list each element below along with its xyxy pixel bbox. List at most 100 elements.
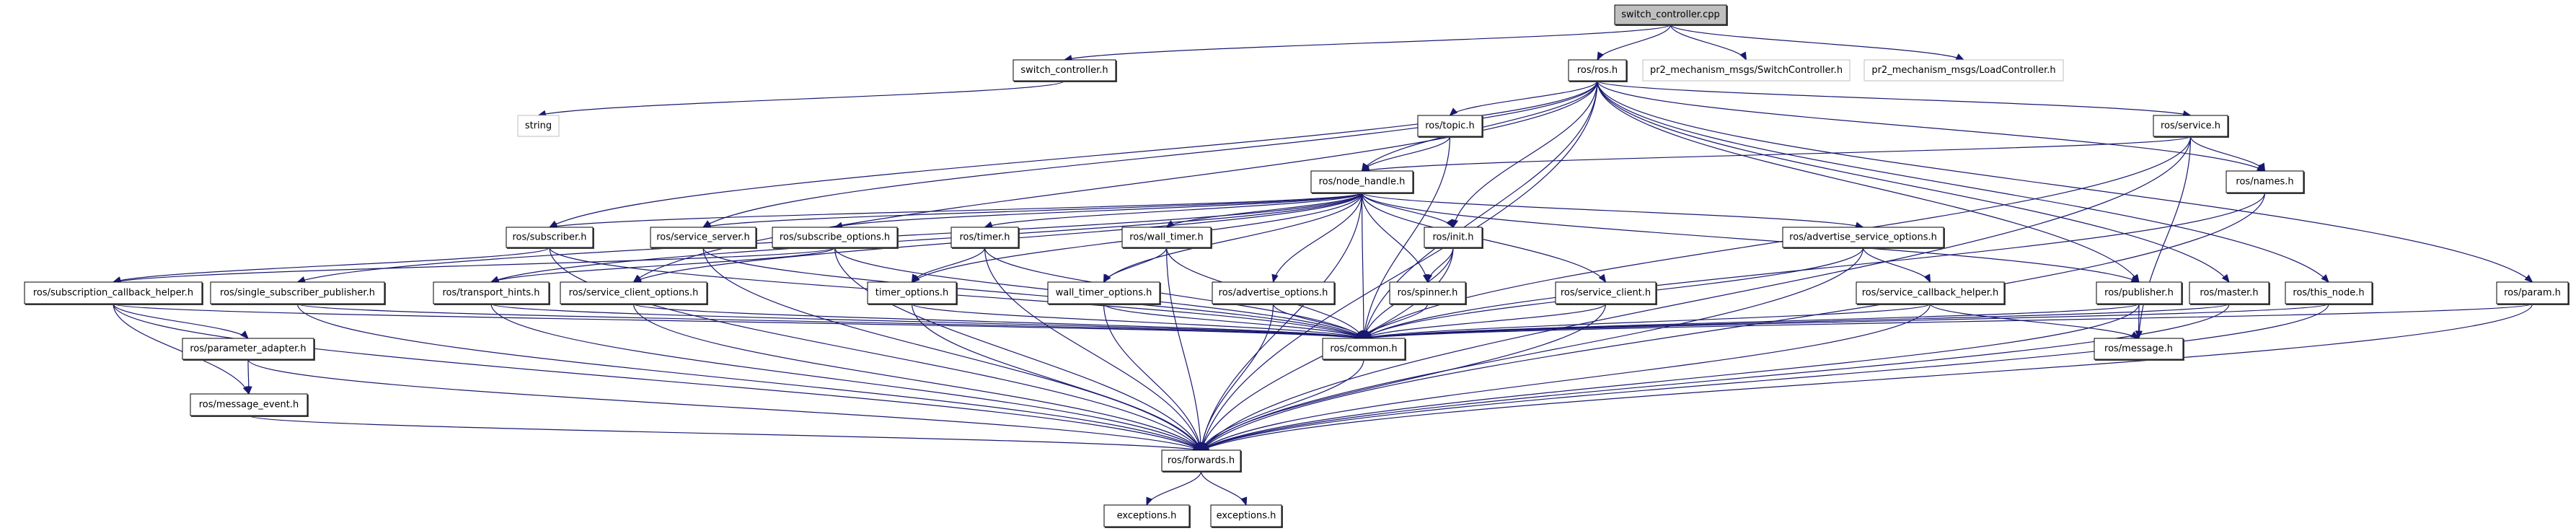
edge-line — [1165, 247, 1202, 451]
edge-line — [296, 303, 1364, 339]
node-ros-ros-h[interactable]: ros/ros.h — [1568, 59, 1628, 82]
node-ros-timer-h[interactable]: ros/timer.h — [950, 227, 1020, 249]
node-ros-service-client-h[interactable]: ros/service_client.h — [1555, 281, 1657, 305]
edge-line — [113, 247, 550, 283]
edge-line — [2189, 136, 2266, 172]
node-ros-advertise-options-h[interactable]: ros/advertise_options.h — [1212, 281, 1336, 305]
edge-me-to-fwd — [248, 415, 1202, 453]
arrowhead-icon — [1357, 330, 1364, 340]
node-shadow — [1105, 506, 1191, 528]
node-ros-topic-h[interactable]: ros/topic.h — [1417, 115, 1483, 138]
arrowhead-icon — [1598, 273, 1607, 284]
edges-layer — [112, 24, 2533, 506]
edge-line — [113, 247, 836, 283]
edge-line — [702, 247, 1364, 339]
node-shadow — [183, 339, 315, 361]
arrowhead-icon — [1923, 273, 1931, 284]
node-box — [506, 227, 594, 248]
node-ros-parameter-adapter-h[interactable]: ros/parameter_adapter.h — [182, 338, 315, 361]
node-label: ros/subscriber.h — [512, 232, 586, 243]
node-ros-advertise-service-options-h[interactable]: ros/advertise_service_options.h — [1782, 227, 1945, 249]
arrowhead-icon — [296, 276, 306, 284]
node-ros-subscription-callback-helper-h[interactable]: ros/subscription_callback_helper.h — [24, 281, 203, 305]
node-ros-service-callback-helper-h[interactable]: ros/service_callback_helper.h — [1856, 281, 2006, 305]
node-box — [1103, 504, 1190, 527]
node-label: ros/message.h — [2104, 343, 2173, 354]
node-box — [2226, 170, 2304, 193]
node-label: exceptions.h — [1217, 511, 1276, 522]
edge-timer-to-fwd — [984, 247, 1203, 452]
node-ros-wall-timer-h[interactable]: ros/wall_timer.h — [1121, 227, 1212, 249]
node-shadow — [1556, 283, 1657, 305]
edge-ao-to-common — [1272, 303, 1364, 340]
node-timer-options-h[interactable]: timer_options.h — [867, 281, 958, 305]
edge-line — [632, 303, 1201, 451]
edge-line — [1064, 24, 1672, 61]
node-box — [2153, 115, 2228, 137]
node-box — [1555, 281, 1657, 304]
edge-nh-to-sc — [1361, 192, 1607, 284]
node-label: ros/common.h — [1330, 343, 1397, 354]
edge-line — [1201, 303, 2230, 451]
node-ros-service-server-h[interactable]: ros/service_server.h — [650, 227, 757, 249]
edge-fwd-to-exc1 — [1146, 470, 1202, 506]
node-ros-this-node-h[interactable]: ros/this_node.h — [2285, 281, 2373, 305]
edge-line — [1146, 470, 1202, 506]
node-ros-node-handle-h[interactable]: ros/node_handle.h — [1310, 170, 1414, 194]
node-ros-master-h[interactable]: ros/master.h — [2189, 281, 2270, 305]
node-exceptions-h[interactable]: exceptions.h — [1103, 504, 1191, 528]
node-ros-service-h[interactable]: ros/service.h — [2153, 115, 2229, 138]
node-ros-message-event-h[interactable]: ros/message_event.h — [190, 393, 309, 417]
edge-line — [113, 303, 249, 339]
arrowhead-icon — [240, 330, 249, 339]
edge-line — [1361, 192, 1863, 228]
edge-line — [1363, 136, 2192, 339]
node-ros-init-h[interactable]: ros/init.h — [1424, 227, 1483, 249]
edge-line — [1200, 359, 1364, 451]
node-box — [1013, 59, 1116, 82]
edge-param-to-common — [1362, 303, 2533, 341]
node-ros-transport-hints-h[interactable]: ros/transport_hints.h — [433, 281, 550, 305]
node-ros-publisher-h[interactable]: ros/publisher.h — [2096, 281, 2183, 305]
node-ros-subscribe-options-h[interactable]: ros/subscribe_options.h — [772, 227, 899, 249]
edge-line — [1201, 247, 1864, 451]
arrowhead-icon — [1271, 273, 1279, 284]
node-switch-controller-cpp[interactable]: switch_controller.cpp — [1614, 4, 1728, 26]
node-box — [1047, 281, 1160, 304]
node-switch-controller-h[interactable]: switch_controller.h — [1013, 59, 1117, 82]
node-shadow — [1312, 172, 1414, 194]
node-label: pr2_mechanism_msgs/LoadController.h — [1871, 65, 2055, 76]
arrowhead-icon — [2321, 274, 2329, 283]
edge-line — [1363, 303, 2329, 339]
node-ros-single-subscriber-publisher-h[interactable]: ros/single_subscriber_publisher.h — [210, 281, 386, 305]
node-ros-message-h[interactable]: ros/message.h — [2094, 338, 2184, 361]
node-ros-service-client-options-h[interactable]: ros/service_client_options.h — [560, 281, 708, 305]
node-ros-names-h[interactable]: ros/names.h — [2226, 170, 2305, 194]
node-ros-forwards-h[interactable]: ros/forwards.h — [1161, 449, 1242, 473]
node-box — [1389, 281, 1466, 304]
node-shadow — [1569, 61, 1628, 82]
edge-line — [984, 192, 1363, 228]
node-exceptions-h[interactable]: exceptions.h — [1210, 504, 1283, 528]
node-ros-subscriber-h[interactable]: ros/subscriber.h — [506, 227, 594, 249]
node-box — [1322, 338, 1406, 360]
node-box — [1161, 449, 1241, 472]
edge-subopt-to-th — [490, 247, 836, 283]
node-string[interactable]: string — [517, 115, 560, 137]
edge-cpp-to-ldc — [1669, 24, 1965, 61]
node-box — [1121, 227, 1212, 248]
node-pr2-mechanism-msgs-loadcontroller-h[interactable]: pr2_mechanism_msgs/LoadController.h — [1863, 59, 2064, 82]
node-wall-timer-options-h[interactable]: wall_timer_options.h — [1047, 281, 1161, 305]
node-shadow — [2286, 283, 2373, 305]
node-box — [433, 281, 550, 304]
edge-line — [1929, 303, 2139, 339]
edge-line — [1597, 80, 2140, 283]
node-ros-param-h[interactable]: ros/param.h — [2496, 281, 2570, 305]
arrowhead-icon — [1739, 51, 1747, 61]
node-ros-spinner-h[interactable]: ros/spinner.h — [1389, 281, 1467, 305]
edge-line — [911, 247, 986, 283]
node-pr2-mechanism-msgs-switchcontroller-h[interactable]: pr2_mechanism_msgs/SwitchController.h — [1642, 59, 1851, 82]
edge-line — [702, 192, 1363, 228]
node-ros-common-h[interactable]: ros/common.h — [1322, 338, 1406, 361]
